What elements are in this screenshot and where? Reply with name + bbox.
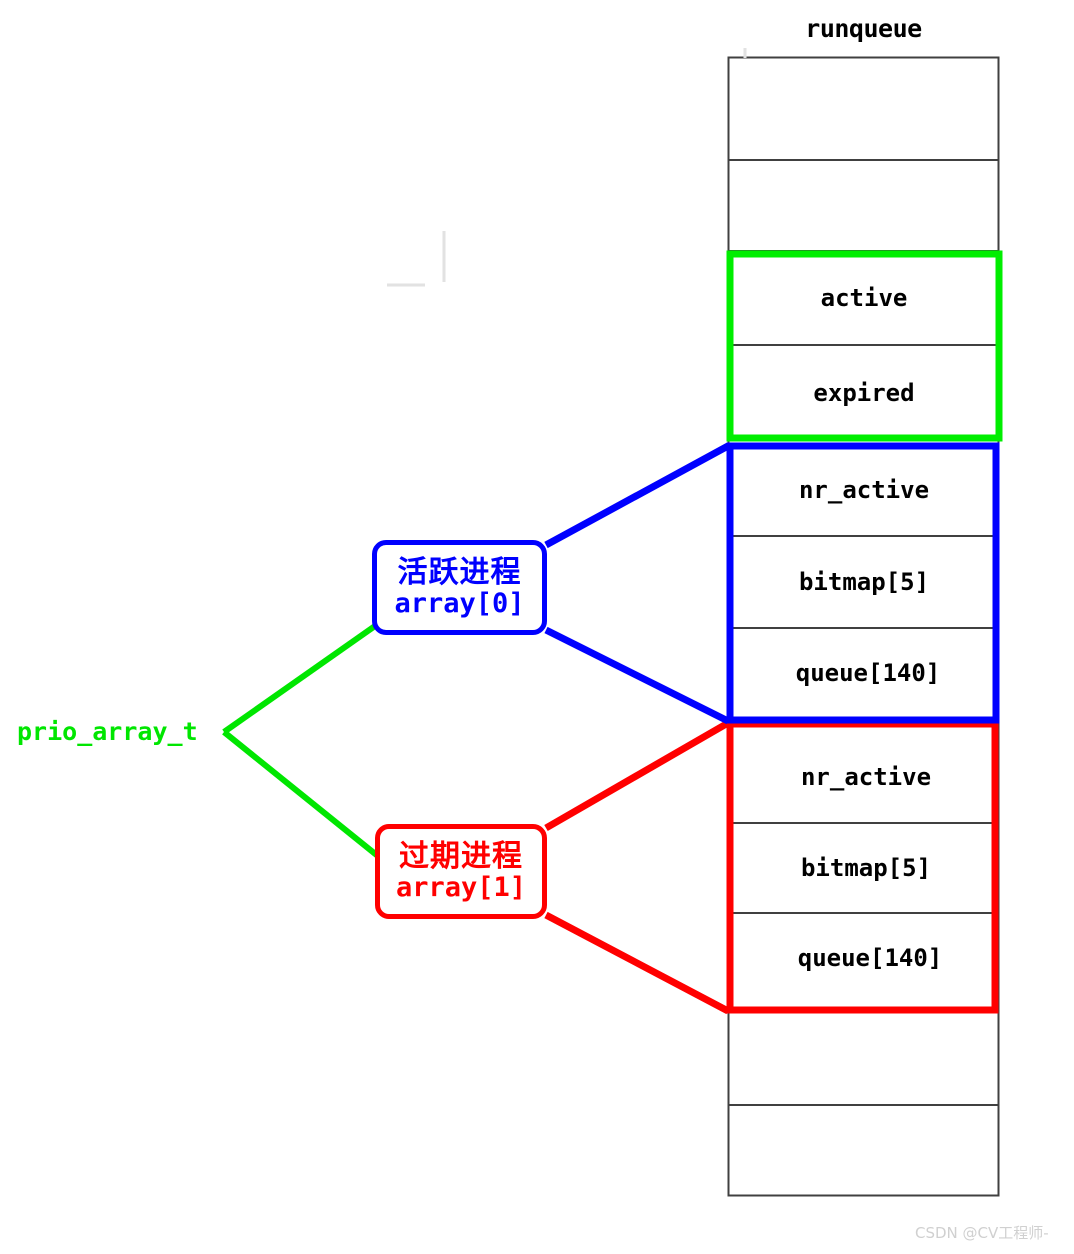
watermark: CSDN @CV工程师- [915,1224,1049,1242]
table-cell-active-queue: queue[140] [795,659,941,687]
expired-prio-array-group-outline [726,720,999,1014]
active-prio-array-connector [544,442,730,725]
artifact-marks [387,48,747,287]
table-cell-expired-bitmap: bitmap[5] [800,854,932,882]
table-cell-expired-queue: queue[140] [797,944,943,972]
expired-array-callout-cn-label: 过期进程 [399,839,523,875]
page-title: runqueue [805,14,922,43]
table-cell-active: active [820,284,908,312]
active-array-callout[interactable]: 活跃进程 array[0] [372,540,547,635]
prio-array-root-label: prio_array_t [17,717,198,746]
expired-array-callout[interactable]: 过期进程 array[1] [375,824,547,919]
table-cell-active-bitmap: bitmap[5] [798,568,930,596]
expired-prio-array-connector [544,719,730,1015]
struct-table-grid [727,56,1000,1197]
active-array-callout-cn-label: 活跃进程 [397,555,522,591]
table-cell-expired: expired [813,379,915,407]
table-cell-active-nr-active: nr_active [798,476,930,504]
table-cell-expired-nr-active: nr_active [800,763,932,791]
active-array-callout-code-label: array[0] [394,587,525,619]
expired-array-callout-code-label: array[1] [395,871,527,903]
active-prio-array-group-outline [726,442,1000,724]
active-expired-group-outline [726,250,1003,442]
